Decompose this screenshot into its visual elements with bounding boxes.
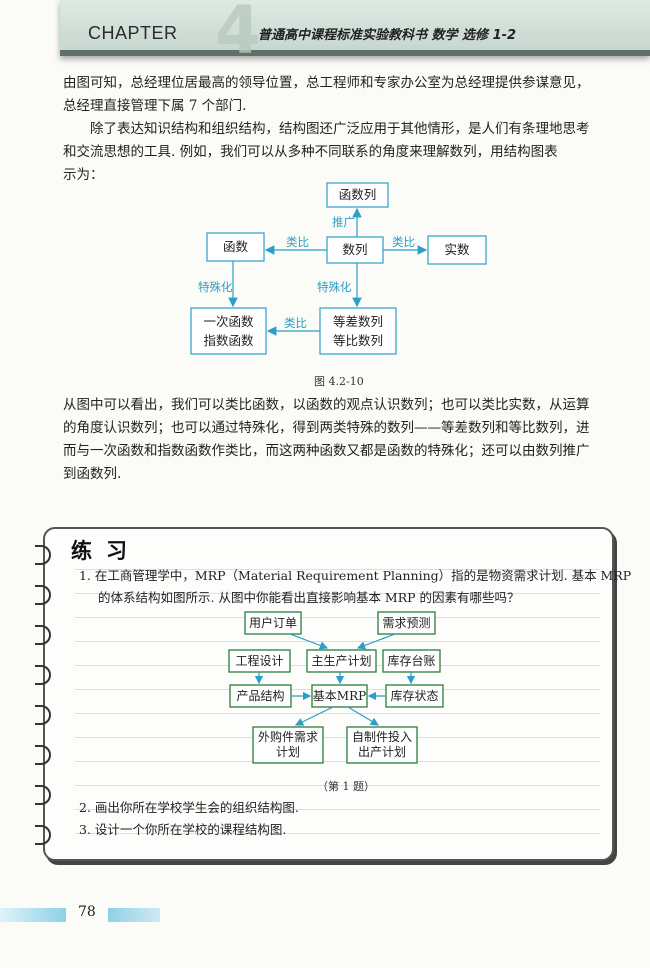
mrp-self-made-plan: 自制件投入 <box>351 730 412 744</box>
binder-ring-icon <box>35 625 51 645</box>
mrp-engineering-design: 工程设计 <box>235 654 284 668</box>
mrp-user-order: 用户订单 <box>248 616 297 630</box>
exercise-1-line: 的体系结构如图所示. 从图中你能看出直接影响基本 MRP 的因素有哪些吗？ <box>98 590 520 605</box>
node-box <box>190 307 267 355</box>
binder-ring-icon <box>35 785 51 805</box>
book-title: 普通高中课程标准实验教科书 数学 选修 1-2 <box>258 28 517 43</box>
mrp-box <box>252 726 324 764</box>
binder-ring-icon <box>35 665 51 685</box>
mrp-outsource-plan: 外购件需求 <box>257 730 318 744</box>
node-box <box>319 307 397 355</box>
node-linear-function: 一次函数 <box>203 314 254 329</box>
edge-label-specialize: 特殊化 <box>317 280 352 294</box>
binder-ring-icon <box>35 745 51 765</box>
edge-label-specialize: 特殊化 <box>198 280 233 294</box>
figure-caption: 图 4.2-10 <box>314 375 364 388</box>
node-function-sequence: 函数列 <box>338 187 377 202</box>
exercise-1-caption: （第 1 题） <box>317 780 375 793</box>
exercise-2: 2. 画出你所在学校学生会的组织结构图. <box>79 800 299 815</box>
mrp-box <box>244 611 302 635</box>
binder-ring-icon <box>35 825 51 845</box>
binder-ring-icon <box>35 705 51 725</box>
page-number: 78 <box>78 904 96 920</box>
node-function: 函数 <box>222 239 248 254</box>
paragraph-line: 和交流思想的工具. 例如，我们可以从多种不同联系的角度来理解数列，用结构图表 <box>63 144 558 160</box>
edge-label-analogy: 类比 <box>286 235 309 249</box>
mrp-self-made-plan: 出产计划 <box>357 745 406 759</box>
paragraph-line: 示为： <box>63 167 104 183</box>
footer-bar <box>0 908 66 922</box>
node-geometric-sequence: 等比数列 <box>332 333 383 348</box>
mrp-box <box>377 611 436 635</box>
exercise-3: 3. 设计一个你所在学校的课程结构图. <box>79 822 287 837</box>
mrp-master-schedule: 主生产计划 <box>311 654 372 668</box>
practice-title: 练习 <box>71 539 141 563</box>
edge-label-analogy: 类比 <box>392 235 415 249</box>
mrp-product-structure: 产品结构 <box>236 689 285 703</box>
node-arithmetic-sequence: 等差数列 <box>332 314 383 329</box>
footer-bar <box>108 908 160 922</box>
paragraph-line: 的角度认识数列；也可以通过特殊化，得到两类特殊的数列——等差数列和等比数列，进 <box>63 420 590 436</box>
mrp-box <box>311 684 368 708</box>
paragraph-line: 由图可知，总经理位居最高的领导位置，总工程师和专家办公室为总经理提供参谋意见， <box>63 75 590 91</box>
mrp-inventory-status: 库存状态 <box>390 689 439 703</box>
chapter-label: CHAPTER <box>88 23 178 43</box>
mrp-box <box>306 649 377 673</box>
mrp-basic-mrp: 基本MRP <box>312 689 367 703</box>
edge-label-analogy: 类比 <box>284 316 307 330</box>
chapter-header: 4 <box>60 0 650 69</box>
node-box <box>427 235 487 265</box>
paragraph-line: 而与一次函数和指数函数作类比，而这两种函数又都是函数的特殊化；还可以由数列推广 <box>63 443 590 459</box>
node-exponential-function: 指数函数 <box>203 333 254 348</box>
binder-ring-icon <box>35 585 51 605</box>
paragraph-line: 从图中可以看出，我们可以类比函数，以函数的观点认识数列；也可以类比实数，从运算 <box>63 397 590 413</box>
node-box <box>206 232 265 262</box>
mrp-outsource-plan: 计划 <box>275 745 300 759</box>
paragraph-line: 总经理直接管理下属 7 个部门. <box>63 98 247 114</box>
paragraph-line: 到函数列. <box>63 466 122 482</box>
mrp-inventory-ledger: 库存台账 <box>387 654 436 668</box>
mrp-demand-forecast: 需求预测 <box>382 616 431 630</box>
edge-label-generalize: 推广 <box>332 215 355 229</box>
exercise-1-line: 1. 在工商管理学中，MRP（Material Requirement Plan… <box>79 568 632 583</box>
chapter-number-watermark: 4 <box>215 0 261 69</box>
mrp-box <box>346 726 418 764</box>
node-box <box>326 182 389 208</box>
paragraph-line: 除了表达知识结构和组织结构，结构图还广泛应用于其他情形，是人们有条理地思考 <box>90 121 590 137</box>
binder-ring-icon <box>35 545 51 565</box>
node-real-number: 实数 <box>444 242 470 257</box>
node-sequence: 数列 <box>342 242 368 257</box>
